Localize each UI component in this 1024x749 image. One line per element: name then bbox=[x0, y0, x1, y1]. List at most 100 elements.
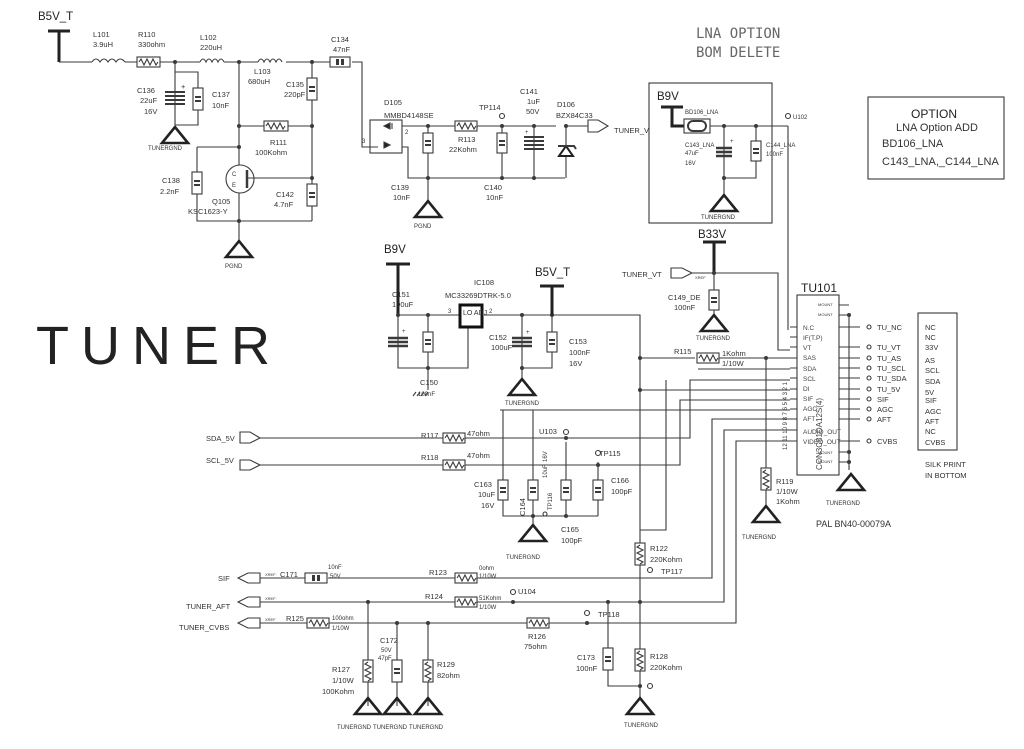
c134-value: 47nF bbox=[333, 45, 351, 54]
tp-tu-sda[interactable] bbox=[866, 375, 872, 381]
tp-agc[interactable] bbox=[866, 406, 872, 412]
tp-tu-as[interactable] bbox=[866, 355, 872, 361]
tunergnd-label: TUNERGND bbox=[148, 146, 183, 152]
resistor-r123: R123 0ohm 1/10W bbox=[429, 566, 497, 584]
net-port-tuner-vt-in[interactable]: TUNER_VT XREF bbox=[622, 267, 790, 351]
svg-text:+: + bbox=[402, 329, 406, 335]
r129-value: 82ohm bbox=[437, 671, 460, 680]
r117-value: 47ohm bbox=[467, 429, 490, 438]
tunergnd-label-r127: TUNERGND bbox=[337, 725, 372, 731]
lna-note: LNA OPTION BOM DELETE bbox=[696, 26, 780, 61]
c144-ref: C144_LNA bbox=[766, 143, 795, 149]
tp-sif-label: SIF bbox=[877, 395, 889, 404]
r110-ref: R110 bbox=[138, 30, 155, 39]
testpoint-u102[interactable]: U102 bbox=[784, 112, 809, 122]
tp-aft-label: AFT bbox=[877, 415, 892, 424]
svg-text:XREF: XREF bbox=[695, 275, 706, 280]
power-label-b9v-lna: B9V bbox=[657, 91, 679, 103]
c173-ref: C173 bbox=[577, 653, 595, 662]
l102-value: 220uH bbox=[200, 43, 222, 52]
tp-cvbs[interactable] bbox=[866, 438, 872, 444]
testpoint-tp118[interactable]: TP118 bbox=[583, 609, 620, 619]
svg-text:C: C bbox=[232, 172, 237, 178]
net-port-sif[interactable]: SIF bbox=[218, 418, 790, 584]
regulator-ic108: LO ADJ IC108 MC33269DTRK-5.0 3 2 bbox=[445, 278, 511, 329]
tp-tu-nc[interactable] bbox=[866, 324, 872, 330]
tp-sif[interactable] bbox=[866, 396, 872, 402]
tp-aft[interactable] bbox=[866, 416, 872, 422]
c138-ref: C138 bbox=[162, 176, 180, 185]
r127-value: 100Kohm bbox=[322, 687, 354, 696]
tu101-pin-di: DI bbox=[803, 386, 810, 393]
testpoint-u104[interactable]: U104 bbox=[509, 587, 536, 596]
net-port-scl-5v[interactable]: SCL_5V bbox=[206, 456, 420, 471]
r119-value: 1Kohm bbox=[776, 497, 800, 506]
c152-ref: C152 bbox=[489, 333, 507, 342]
net-port-tuner-vt-out[interactable]: TUNER_VT bbox=[566, 119, 654, 135]
resistor-r111: R111 100Kohm bbox=[255, 120, 289, 157]
capacitor-c172: C172 50V 47pF bbox=[378, 636, 403, 683]
tp-tu-5v[interactable] bbox=[866, 386, 872, 392]
tp-tu-vt[interactable] bbox=[866, 344, 872, 350]
b5v-t-top-supply: B5V_T bbox=[38, 11, 73, 62]
bd106-ref: BD106_LNA bbox=[685, 110, 718, 116]
c138-value: 2.2nF bbox=[160, 187, 180, 196]
c163-ref: C163 bbox=[474, 480, 492, 489]
svg-text:+: + bbox=[181, 82, 186, 91]
c165-ref: C165 bbox=[561, 525, 579, 534]
c163-rating: 16V bbox=[481, 501, 494, 510]
d105-ref: D105 bbox=[384, 98, 402, 107]
testpoint-tp116[interactable]: TP116 bbox=[542, 492, 554, 517]
option-title: OPTION bbox=[911, 107, 957, 121]
resistor-r117: R117 47ohm bbox=[420, 379, 790, 444]
tu101-ref: TU101 bbox=[801, 281, 837, 295]
testpoint-tp115[interactable]: TP115 bbox=[594, 449, 621, 458]
l101-ref: L101 bbox=[93, 30, 110, 39]
r127-ref: R127 bbox=[332, 665, 350, 674]
scl-5v-label: SCL_5V bbox=[206, 456, 234, 465]
resistor-r115: R115 1Kohm 1/10W bbox=[674, 347, 746, 368]
testpoint-tp114[interactable]: TP114 bbox=[479, 103, 506, 120]
tp-tu-5v-label: TU_5V bbox=[877, 385, 900, 394]
lna-note-line2: BOM DELETE bbox=[696, 45, 780, 61]
ground-tunergnd-c164 bbox=[518, 523, 548, 543]
resistor-r118: R118 47ohm bbox=[420, 399, 790, 471]
net-port-sda-5v[interactable]: SDA_5V bbox=[206, 431, 420, 444]
c139-value: 10nF bbox=[393, 193, 411, 202]
silk-caption-1: SILK PRINT bbox=[925, 460, 966, 469]
net-port-tuner-cvbs[interactable]: TUNER_CVBS bbox=[179, 440, 790, 632]
ground-pgnd-osc bbox=[224, 239, 254, 259]
c164-ref: C164 bbox=[518, 498, 527, 516]
c143-rating: 16V bbox=[685, 161, 696, 167]
ic108-body: LO ADJ bbox=[463, 310, 487, 317]
capacitor-c144-lna: C144_LNA 100nF bbox=[750, 140, 795, 162]
svg-text:2: 2 bbox=[405, 130, 409, 136]
l103-ref: L103 bbox=[254, 67, 271, 76]
ground-pgnd-d105 bbox=[413, 199, 443, 219]
net-port-tuner-aft[interactable]: TUNER_AFT bbox=[186, 429, 790, 611]
r113-value: 22Kohm bbox=[449, 145, 477, 154]
silk-caption-2: IN BOTTOM bbox=[925, 471, 967, 480]
c150-ref: C150 bbox=[420, 378, 438, 387]
r118-ref: R118 bbox=[421, 453, 438, 462]
tp-agc-label: AGC bbox=[877, 405, 894, 414]
capacitor-c140: C140 10nF bbox=[484, 126, 508, 202]
ic108-ref: IC108 bbox=[474, 278, 494, 287]
ground-tunergnd-tu101 bbox=[836, 472, 866, 492]
testpoint-u103[interactable]: U103 bbox=[539, 427, 570, 436]
tu101-mount-2: MOUNT bbox=[818, 312, 833, 317]
capacitor-c173: C173 100nF bbox=[576, 647, 614, 673]
pgnd-label: PGND bbox=[225, 264, 243, 270]
c151-ref: C151 bbox=[392, 290, 410, 299]
ground-tunergnd-reg bbox=[507, 377, 537, 397]
r123-rating: 1/10W bbox=[479, 574, 497, 580]
capacitor-c151: + C151 100uF bbox=[388, 290, 414, 348]
testpoint-tp117[interactable]: TP117 bbox=[646, 566, 683, 576]
r122-ref: R122 bbox=[650, 544, 668, 553]
c153-ref: C153 bbox=[569, 337, 587, 346]
tp118-ref: TP118 bbox=[598, 610, 620, 619]
tp-tu-scl[interactable] bbox=[866, 365, 872, 371]
c143-value: 47uF bbox=[685, 151, 699, 157]
c166-ref: C166 bbox=[611, 476, 629, 485]
